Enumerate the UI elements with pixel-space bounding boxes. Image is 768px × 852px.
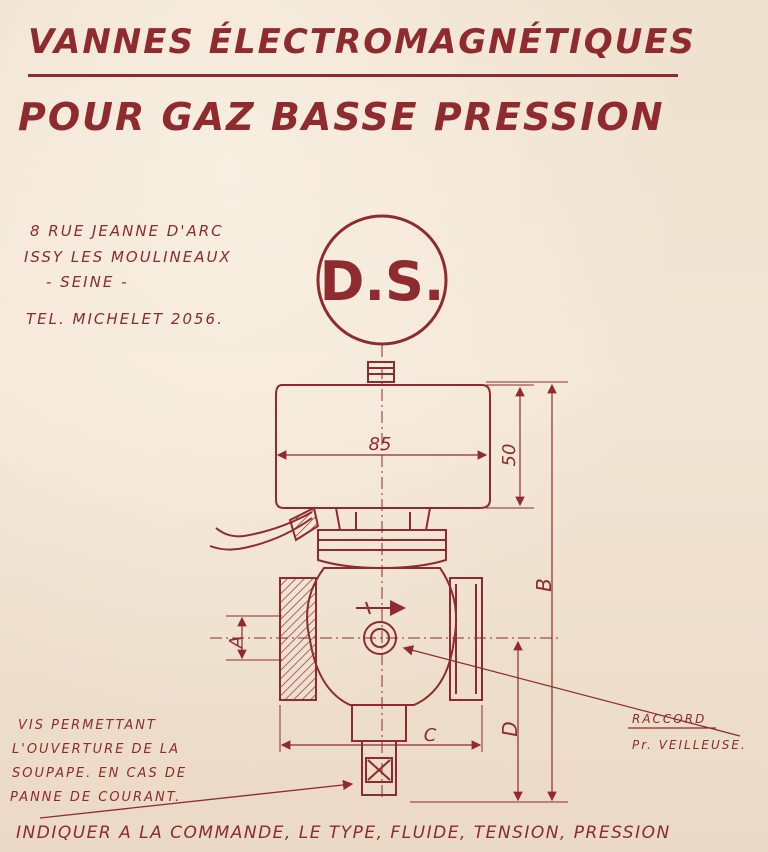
title-underline xyxy=(28,74,678,77)
left-flange xyxy=(279,577,317,701)
footer-instruction: INDIQUER A LA COMMANDE, LE TYPE, FLUIDE,… xyxy=(16,823,671,843)
hex-nut xyxy=(334,507,432,531)
title-line-1: VANNES ÉLECTROMAGNÉTIQUES xyxy=(28,22,696,62)
bottom-cap xyxy=(351,704,407,742)
manual-screw xyxy=(361,740,397,796)
top-knob xyxy=(367,361,395,383)
coil-housing xyxy=(275,384,491,509)
vis-note-2: L'OUVERTURE DE LA xyxy=(12,742,181,757)
raccord-label-1: RACCORD xyxy=(632,712,707,726)
dim-85-label: 85 xyxy=(369,434,392,455)
vis-note-3: SOUPAPE. EN CAS DE xyxy=(12,766,188,781)
dim-50-label: 50 xyxy=(499,444,520,467)
cable-sheath xyxy=(288,506,320,542)
raccord-label-2: Pr. VEILLEUSE. xyxy=(632,738,747,752)
dim-C-label: C xyxy=(424,725,437,746)
dim-D-label: D xyxy=(498,721,522,736)
logo-text: D.S. xyxy=(320,250,445,313)
vis-leader xyxy=(39,779,354,819)
dim-B-label: B xyxy=(532,578,556,592)
address-region: - SEINE - xyxy=(46,273,129,291)
pilot-port-inner xyxy=(370,628,390,648)
address-phone: TEL. MICHELET 2056. xyxy=(26,310,224,328)
address-street: 8 RUE JEANNE D'ARC xyxy=(30,222,224,240)
title-line-2: POUR GAZ BASSE PRESSION xyxy=(18,95,665,139)
logo-circle xyxy=(316,214,448,346)
right-flange xyxy=(449,577,483,701)
pilot-port-outer xyxy=(363,621,397,655)
vis-note-4: PANNE DE COURANT. xyxy=(10,790,182,805)
raccord-leader xyxy=(402,645,741,737)
vis-note-1: VIS PERMETTANT xyxy=(18,718,157,733)
address-city: ISSY LES MOULINEAUX xyxy=(24,248,232,266)
dim-A-label: A xyxy=(226,636,247,649)
